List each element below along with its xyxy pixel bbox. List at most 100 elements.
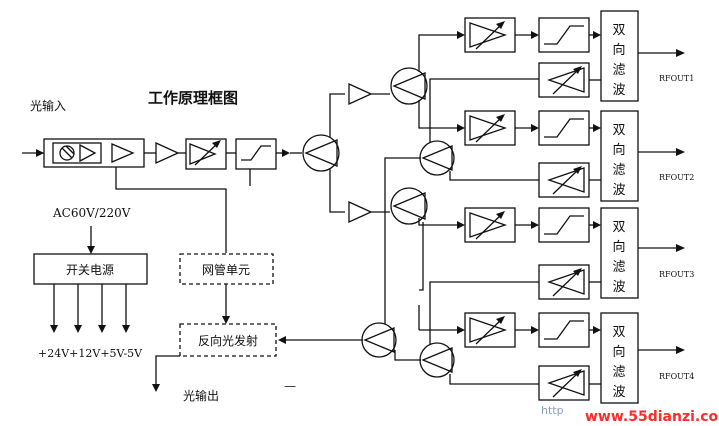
return-amplifier-block: [538, 62, 590, 98]
arrowhead: [676, 244, 685, 252]
adjust-arrow-line: [552, 67, 581, 95]
wire: [419, 222, 424, 291]
adjust-arrowhead: [496, 211, 505, 219]
adjust-arrowhead: [496, 316, 505, 324]
wire-lower: [329, 169, 345, 213]
power-outputs-label: +24V+12V+5V-5V: [38, 347, 143, 360]
photodiode-hatch: [61, 147, 73, 159]
arrowhead: [457, 221, 465, 229]
rf-output-label: RFOUT4: [659, 372, 694, 381]
optical-input-arrowhead: [36, 149, 44, 157]
adjust-arrowhead: [573, 66, 582, 74]
bidirectional-filter-4: 双 向 滤 波: [600, 312, 639, 404]
photodiode-circle: [59, 145, 75, 161]
bidirectional-filter-3: 双 向 滤 波: [600, 207, 639, 299]
branch-row-2: [464, 110, 601, 198]
variable-amplifier-symbol: [189, 143, 217, 165]
wire-branch-1: [418, 34, 461, 72]
arrowhead: [457, 31, 465, 39]
combiner-main-symbol: [363, 327, 395, 353]
combiner-b: [419, 342, 455, 378]
network-unit-label: 网管单元: [202, 262, 250, 277]
arrowhead: [122, 325, 130, 333]
arrowhead: [98, 325, 106, 333]
equalizer-curve: [544, 320, 584, 340]
filter-char: 向: [612, 239, 625, 255]
arrowhead: [593, 124, 601, 132]
return-amplifier-symbol: [546, 67, 585, 93]
filter-box: [600, 110, 639, 202]
filter-char: 波: [612, 183, 625, 198]
return-amplifier-block: [538, 264, 590, 300]
filter-char: 滤: [612, 365, 625, 380]
watermark-left: http: [541, 404, 564, 417]
splitter-main-symbol: [304, 139, 338, 167]
attenuator-symbol: [469, 115, 508, 141]
equalizer-curve: [544, 215, 584, 235]
arrowhead: [676, 148, 685, 156]
attenuator-symbol: [469, 317, 508, 343]
splitter-main: [302, 134, 340, 172]
reverse-tx-label: 反向光发射: [198, 333, 258, 348]
adjust-arrowhead: [573, 369, 582, 377]
amplifier-1: [155, 141, 180, 165]
return-amplifier-block: [538, 162, 590, 198]
branch-row-1: [464, 17, 601, 98]
filter-char: 向: [612, 42, 625, 58]
combiner-a: [419, 140, 455, 176]
filter-char: 滤: [612, 260, 625, 275]
filter-char: 波: [612, 385, 625, 400]
arrowhead: [50, 325, 58, 333]
monitor-wire: [115, 167, 227, 253]
filter-char: 双: [612, 123, 625, 138]
rf-output-label: RFOUT3: [659, 270, 694, 279]
adjust-arrow-line: [552, 269, 581, 297]
rf-output-label: RFOUT1: [659, 74, 694, 83]
switching-power-supply-block: [33, 253, 148, 285]
filter-char: 波: [612, 280, 625, 295]
arrowhead: [531, 221, 539, 229]
power-supply-label: 开关电源: [66, 263, 114, 277]
photodiode-triangle: [79, 143, 97, 163]
return-amplifier-symbol: [546, 167, 585, 193]
filter-char: 向: [612, 344, 625, 360]
equalizer-curve: [241, 145, 271, 161]
adjust-arrowhead: [496, 21, 505, 29]
filter-char: 向: [612, 142, 625, 158]
photodiode-box: [52, 142, 102, 164]
equalizer-curve: [544, 118, 584, 138]
arrowhead: [152, 384, 160, 392]
adjust-arrowhead: [573, 166, 582, 174]
attenuator-symbol: [469, 22, 508, 48]
power-input-label: AC60V/220V: [52, 206, 131, 220]
combiner-main: [361, 322, 397, 358]
attenuator-symbol: [469, 212, 508, 238]
arrowhead: [593, 326, 601, 334]
optical-output-line: [155, 355, 180, 385]
combiner-b-symbol: [421, 347, 453, 373]
adjust-arrow-line: [552, 167, 581, 195]
return-wire-3: [429, 281, 539, 345]
arrowhead: [593, 221, 601, 229]
arrowhead: [531, 124, 539, 132]
arrowhead: [222, 316, 230, 324]
equalizer-block: [538, 110, 590, 146]
return-wire-2: [449, 171, 539, 181]
splitter-b: [390, 187, 428, 225]
filter-box: [600, 10, 639, 102]
filter-char: 双: [612, 325, 625, 340]
arrowhead: [457, 326, 465, 334]
arrowhead: [282, 149, 290, 157]
bidirectional-filter-2: 双 向 滤 波: [600, 110, 639, 202]
filter-char: 滤: [612, 163, 625, 178]
adjust-arrowhead: [573, 268, 582, 276]
return-wire-1: [429, 78, 539, 143]
adjust-arrow-line: [475, 317, 504, 345]
watermark-text: www.55dianzi.com: [585, 409, 719, 425]
wire-upper: [329, 93, 345, 137]
photodiode-hatch: [65, 145, 75, 155]
filter-char: 滤: [612, 63, 625, 78]
network-management-unit: [179, 253, 274, 285]
return-wire-4: [449, 374, 539, 385]
arrowhead: [676, 49, 685, 57]
